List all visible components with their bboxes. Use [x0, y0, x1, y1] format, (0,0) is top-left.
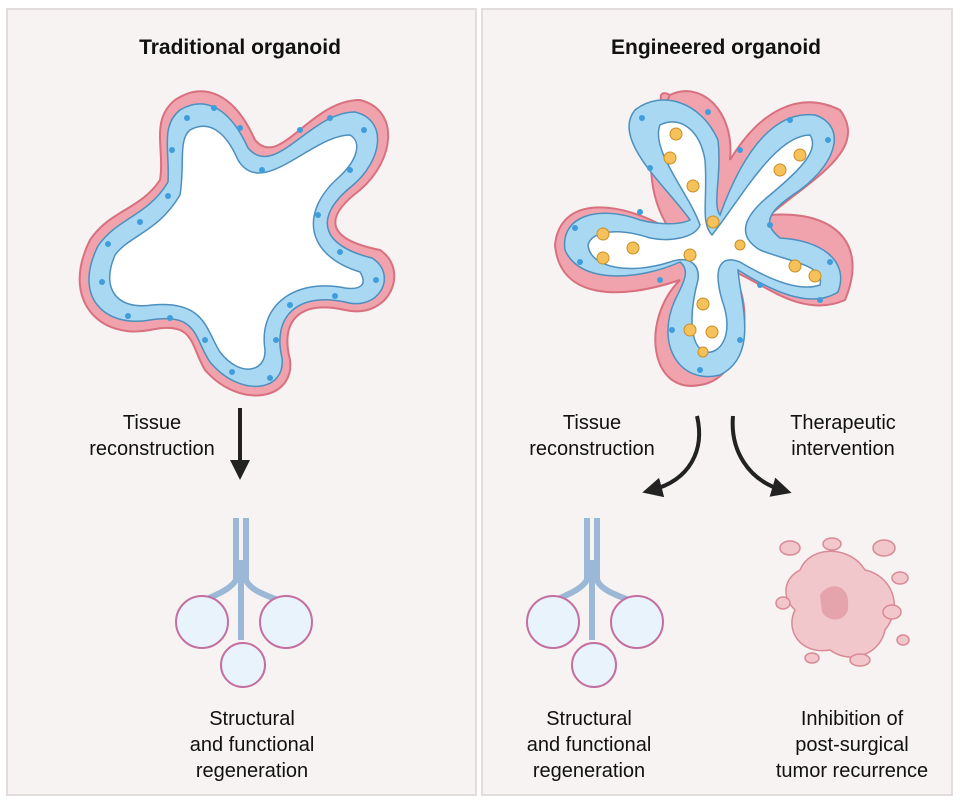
outcome-label-right: Structural and functional regeneration [526, 708, 652, 782]
therapeutic-intervention-label: Therapeutic intervention [790, 412, 896, 460]
tissue-reconstruction-label-left: Tissue reconstruction [89, 412, 215, 460]
regenerated-structure-right [526, 518, 664, 688]
therapeutic-intervention-curved-arrow [730, 415, 792, 497]
tissue-reconstruction-curved-arrow [642, 415, 702, 498]
tumor-recurrence-label: Inhibition of post-surgical tumor recurr… [775, 708, 929, 782]
regenerated-structure-left [175, 518, 313, 688]
traditional-organoid-illustration [78, 90, 396, 397]
outcome-label-left: Structural and functional regeneration [189, 708, 315, 782]
engineered-organoid-illustration [553, 90, 854, 387]
engineered-organoid-title: Engineered organoid [610, 36, 822, 59]
tissue-reconstruction-label-right: Tissue reconstruction [529, 412, 655, 460]
tumor-fragments-illustration [775, 537, 910, 667]
traditional-organoid-title: Traditional organoid [139, 36, 341, 59]
